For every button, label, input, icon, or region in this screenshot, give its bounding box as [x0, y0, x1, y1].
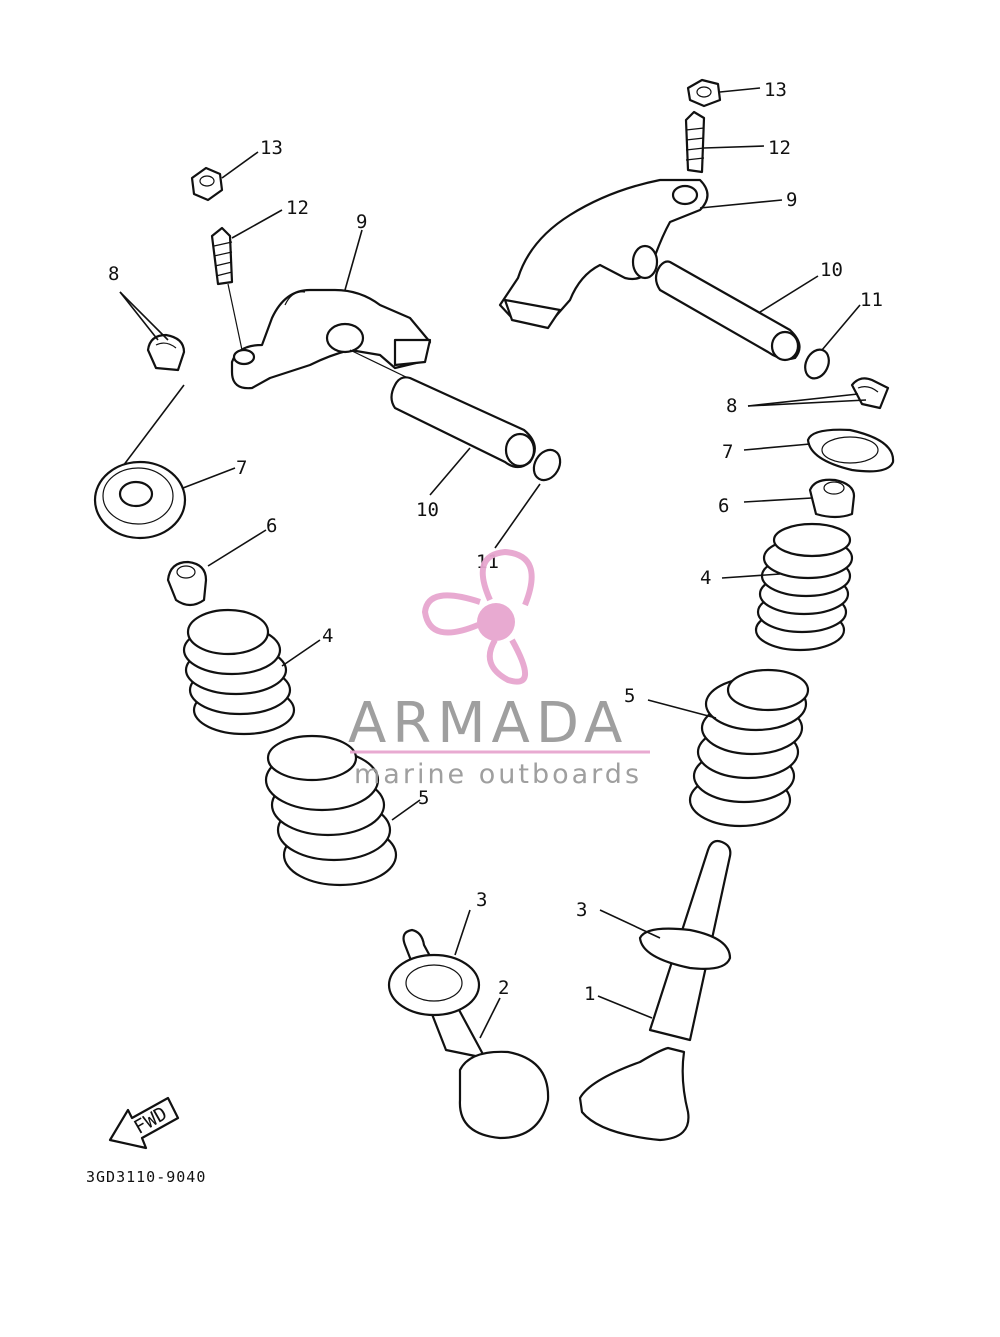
callout-l-6: 6	[266, 515, 277, 537]
valve-seal-right	[808, 478, 856, 519]
nut-left	[190, 166, 224, 202]
callout-l-10: 10	[416, 499, 439, 521]
callout-r-6: 6	[718, 495, 729, 517]
nut-right	[686, 78, 722, 108]
callout-r-13: 13	[764, 79, 787, 101]
outer-spring-right	[688, 668, 810, 828]
callout-l-5: 5	[418, 787, 429, 809]
callout-r-12: 12	[768, 137, 791, 159]
callout-l-3: 3	[476, 889, 487, 911]
propeller-logo-icon	[421, 548, 535, 685]
exhaust-valve	[578, 839, 732, 1142]
rocker-arm-right	[498, 178, 709, 330]
watermark-brand: ARMADA	[348, 691, 628, 756]
callout-l-2: 2	[498, 977, 509, 999]
callout-l-4: 4	[322, 625, 333, 647]
callout-r-5: 5	[624, 685, 635, 707]
spring-retainer-right	[806, 428, 895, 473]
valve-seal-left	[166, 560, 208, 607]
valve-collets-left	[146, 333, 186, 372]
o-ring-right	[804, 348, 830, 380]
callout-r-9: 9	[786, 189, 797, 211]
inner-spring-right	[754, 522, 854, 652]
o-ring-left	[532, 448, 562, 482]
armada-watermark: ARMADA marine outboards	[348, 548, 650, 790]
callout-l-12: 12	[286, 197, 309, 219]
outer-spring-left	[264, 734, 398, 887]
stud-left	[210, 226, 234, 286]
callout-r-4: 4	[700, 567, 711, 589]
rocker-shaft-right	[654, 260, 801, 362]
watermark-tagline: marine outboards	[354, 759, 642, 790]
forward-direction-arrow: FWD	[108, 1096, 180, 1150]
callout-r-7: 7	[722, 441, 733, 463]
intake-valve	[387, 928, 550, 1140]
callout-r-3: 3	[576, 899, 587, 921]
spring-retainer-left	[93, 460, 187, 540]
callout-l-8: 8	[108, 263, 119, 285]
callout-r-1: 1	[584, 983, 595, 1005]
valve-collets-right	[850, 377, 890, 410]
callout-r-11: 11	[860, 289, 883, 311]
inner-spring-left	[182, 608, 296, 736]
stud-right	[684, 110, 706, 174]
callout-r-10: 10	[820, 259, 843, 281]
rocker-arm-left	[230, 288, 432, 390]
rocker-shaft-left	[349, 349, 536, 469]
callout-l-9: 9	[356, 211, 367, 233]
callout-l-7: 7	[236, 457, 247, 479]
part-code: 3GD3110-9040	[86, 1168, 206, 1186]
callout-l-13: 13	[260, 137, 283, 159]
callout-r-8: 8	[726, 395, 737, 417]
